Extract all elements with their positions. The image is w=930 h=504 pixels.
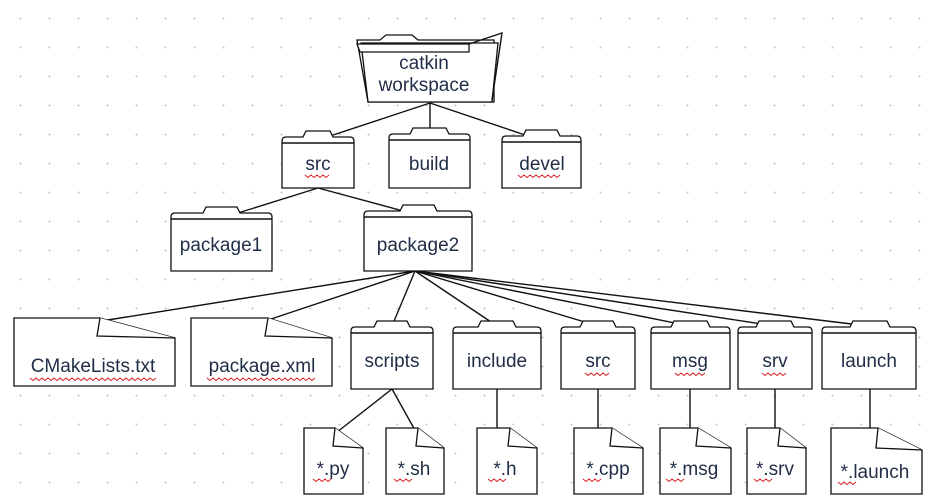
spellcheck-underline [665, 478, 685, 483]
spellcheck-underline [674, 372, 706, 377]
spellcheck-underline [753, 478, 773, 483]
file-cpp[interactable]: *.cpp [573, 427, 644, 495]
file-h[interactable]: *.h [476, 427, 538, 495]
folder-src[interactable]: src [281, 130, 355, 189]
folder-launch[interactable]: launch [821, 320, 917, 390]
file-cpp-label: *.cpp [586, 459, 629, 480]
folder-msg-label: msg [672, 351, 708, 372]
folder-pkg-src-label: src [585, 351, 610, 372]
folder-devel-label: devel [519, 154, 564, 175]
folder-package1-label: package1 [180, 235, 262, 256]
folder-package2[interactable]: package2 [363, 204, 473, 272]
file-launch[interactable]: *.launch [830, 427, 923, 495]
file-launch-label: *.launch [841, 462, 910, 483]
root-folder[interactable]: catkin workspace [356, 31, 503, 103]
folder-include-label: include [467, 351, 527, 372]
connector-lines [94, 102, 871, 437]
spellcheck-underline [29, 377, 157, 382]
folder-devel[interactable]: devel [501, 129, 582, 189]
folder-build[interactable]: build [388, 127, 471, 189]
folder-package2-label: package2 [377, 235, 459, 256]
file-srv[interactable]: *.srv [746, 427, 807, 495]
file-cmakelists[interactable]: CMakeLists.txt [13, 317, 176, 387]
spellcheck-underline [761, 372, 787, 377]
spellcheck-underline [584, 372, 610, 377]
folder-msg[interactable]: msg [650, 320, 731, 390]
file-cmakelists-label: CMakeLists.txt [31, 356, 156, 377]
root-folder-label-line2: workspace [378, 75, 470, 96]
spellcheck-underline [312, 478, 332, 483]
file-sh[interactable]: *.sh [385, 427, 445, 495]
spellcheck-underline [393, 478, 413, 483]
file-h-label: *.h [493, 459, 516, 480]
spellcheck-underline [582, 478, 602, 483]
spellcheck-underline [304, 174, 330, 179]
file-sh-label: *.sh [398, 459, 431, 480]
file-package-xml[interactable]: package.xml [190, 317, 333, 387]
file-py[interactable]: *.py [303, 427, 364, 495]
spellcheck-underline [837, 481, 857, 486]
file-msg-label: *.msg [670, 459, 719, 480]
folder-launch-label: launch [841, 351, 897, 372]
root-folder-label-line1: catkin [399, 53, 449, 74]
spellcheck-underline [206, 377, 316, 382]
folder-include[interactable]: include [452, 320, 542, 390]
folder-package1[interactable]: package1 [170, 206, 273, 272]
folder-src-label: src [305, 154, 330, 175]
folder-scripts-label: scripts [365, 351, 420, 372]
folder-build-label: build [409, 154, 449, 175]
file-srv-label: *.srv [756, 459, 795, 480]
file-py-label: *.py [317, 459, 350, 480]
spellcheck-underline [487, 478, 507, 483]
folder-srv[interactable]: srv [737, 320, 813, 390]
folder-pkg-src[interactable]: src [560, 320, 636, 390]
folder-scripts[interactable]: scripts [350, 320, 434, 390]
folder-srv-label: srv [762, 351, 788, 372]
file-package-xml-label: package.xml [209, 356, 316, 377]
spellcheck-underline [517, 174, 561, 179]
file-msg[interactable]: *.msg [659, 427, 732, 495]
